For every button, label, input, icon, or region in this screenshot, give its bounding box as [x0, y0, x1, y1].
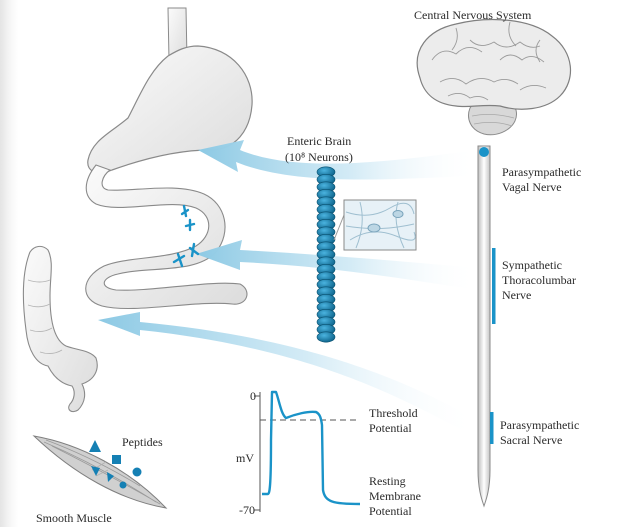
enteric-neuron-count: (10⁸ Neurons)	[285, 150, 353, 164]
action-potential-trace	[262, 392, 360, 504]
enteric-neurons-inset	[334, 200, 416, 250]
graph-tick-minus-70: -70	[229, 503, 255, 517]
enteric-brain-label: Enteric Brain	[287, 134, 351, 148]
threshold-label-line2: Potential	[369, 421, 412, 435]
threshold-label-line1: Threshold	[369, 406, 418, 420]
vagal-nerve-label-line2: Vagal Nerve	[502, 180, 562, 194]
vagal-nerve-label-line1: Parasympathetic	[502, 165, 581, 179]
sacral-nerve-label-line2: Sacral Nerve	[500, 433, 562, 447]
arrow-thoracolumbar	[196, 240, 478, 290]
small-intestine	[86, 165, 247, 309]
smooth-muscle-label: Smooth Muscle	[36, 511, 112, 525]
thoracolumbar-nerve-marker	[492, 248, 496, 324]
resting-label-line3: Potential	[369, 504, 412, 518]
brain-icon	[417, 20, 570, 110]
resting-label-line2: Membrane	[369, 489, 421, 503]
graph-tick-zero: 0	[244, 389, 256, 403]
digestive-tract	[23, 8, 252, 412]
chain-bead	[317, 332, 335, 342]
resting-label-line1: Resting	[369, 474, 406, 488]
peptides-label: Peptides	[122, 435, 163, 449]
thoracolumbar-label-line1: Sympathetic	[502, 258, 562, 272]
thoracolumbar-label-line2: Thoracolumbar	[502, 273, 576, 287]
vagal-nerve-marker	[479, 147, 489, 157]
thoracolumbar-label-line3: Nerve	[502, 288, 531, 302]
arrow-sacral	[98, 312, 478, 438]
cns-label: Central Nervous System	[414, 8, 531, 22]
spinal-cord	[478, 146, 490, 506]
enteric-brain-chain	[317, 167, 335, 342]
membrane-potential-graph	[254, 392, 360, 512]
colon	[23, 246, 97, 411]
graph-y-axis-label: mV	[236, 451, 254, 465]
sacral-nerve-label-line1: Parasympathetic	[500, 418, 579, 432]
sacral-nerve-marker	[490, 412, 494, 444]
